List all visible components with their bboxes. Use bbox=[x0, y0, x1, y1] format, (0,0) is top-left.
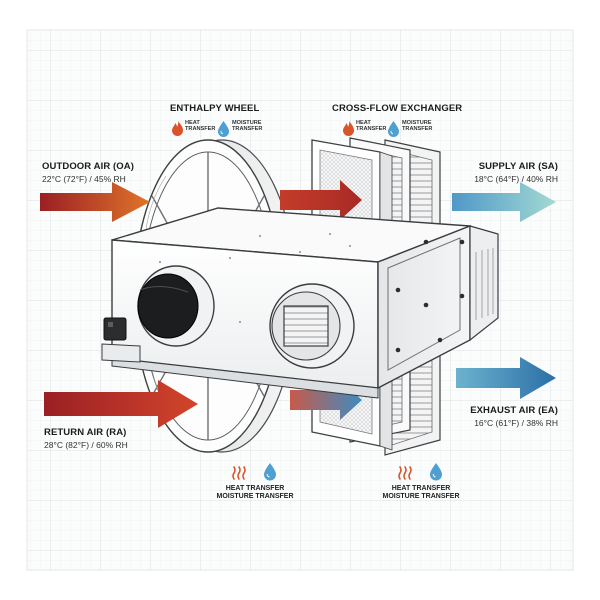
exhaust-air-arrow bbox=[456, 357, 556, 399]
outdoor-to-wheel-arrow bbox=[280, 180, 362, 220]
return-air-arrow bbox=[44, 380, 198, 428]
wheel-bottom-transfer-labels: HEAT TRANSFER MOISTURE TRANSFER bbox=[212, 485, 298, 501]
wheel-heat-transfer-label: HEAT TRANSFER bbox=[185, 120, 216, 132]
outdoor-air-label: OUTDOOR AIR (OA) bbox=[42, 161, 135, 172]
exhaust-air-label: EXHAUST AIR (EA) bbox=[470, 405, 558, 416]
exchanger-moisture-transfer-label: MOISTURE TRANSFER bbox=[402, 120, 433, 132]
right-duct-collar bbox=[269, 283, 355, 369]
left-duct-collar bbox=[137, 265, 215, 347]
heat-waves-icon bbox=[232, 466, 246, 480]
wheel-bottom-heat-label: HEAT TRANSFER bbox=[225, 485, 285, 492]
outdoor-air-arrow bbox=[40, 182, 150, 222]
supply-air-conditions: 18°C (64°F) / 40% RH bbox=[474, 174, 558, 184]
water-drop-icon bbox=[264, 463, 276, 481]
exchanger-bottom-moisture-label: MOISTURE TRANSFER bbox=[382, 493, 460, 501]
exchanger-heat-transfer-label: HEAT TRANSFER bbox=[356, 120, 387, 132]
exchanger-bottom-heat-label: HEAT TRANSFER bbox=[391, 485, 451, 492]
heat-waves-icon bbox=[398, 466, 412, 480]
heat-flame-icon bbox=[172, 121, 183, 136]
supply-air-arrow bbox=[452, 182, 556, 222]
outdoor-air-conditions: 22°C (72°F) / 45% RH bbox=[42, 174, 126, 184]
wheel-bottom-moisture-label: MOISTURE TRANSFER bbox=[216, 493, 294, 501]
water-drop-icon bbox=[388, 121, 399, 137]
crossflow-exchanger-title: CROSS-FLOW EXCHANGER bbox=[332, 103, 463, 114]
water-drop-icon bbox=[218, 121, 229, 137]
wheel-moisture-transfer-label: MOISTURE TRANSFER bbox=[232, 120, 263, 132]
water-drop-icon bbox=[430, 463, 442, 481]
supply-air-label: SUPPLY AIR (SA) bbox=[478, 161, 558, 172]
exchanger-bottom-transfer-labels: HEAT TRANSFER MOISTURE TRANSFER bbox=[378, 485, 464, 501]
return-air-conditions: 28°C (82°F) / 60% RH bbox=[44, 440, 128, 450]
heat-flame-icon bbox=[343, 121, 354, 136]
return-air-label: RETURN AIR (RA) bbox=[44, 427, 127, 438]
exhaust-air-conditions: 16°C (61°F) / 38% RH bbox=[474, 418, 558, 428]
enthalpy-wheel-title: ENTHALPY WHEEL bbox=[170, 103, 260, 114]
